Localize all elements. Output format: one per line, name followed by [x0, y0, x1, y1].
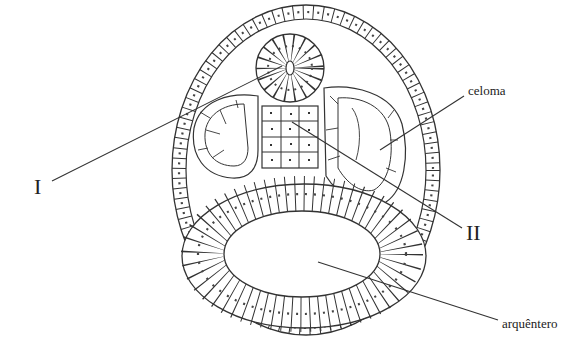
part-label: celoma — [468, 84, 506, 97]
callout-numeral: I — [34, 176, 41, 198]
part-label: arquêntero — [502, 317, 558, 330]
callout-numeral: II — [466, 222, 481, 244]
